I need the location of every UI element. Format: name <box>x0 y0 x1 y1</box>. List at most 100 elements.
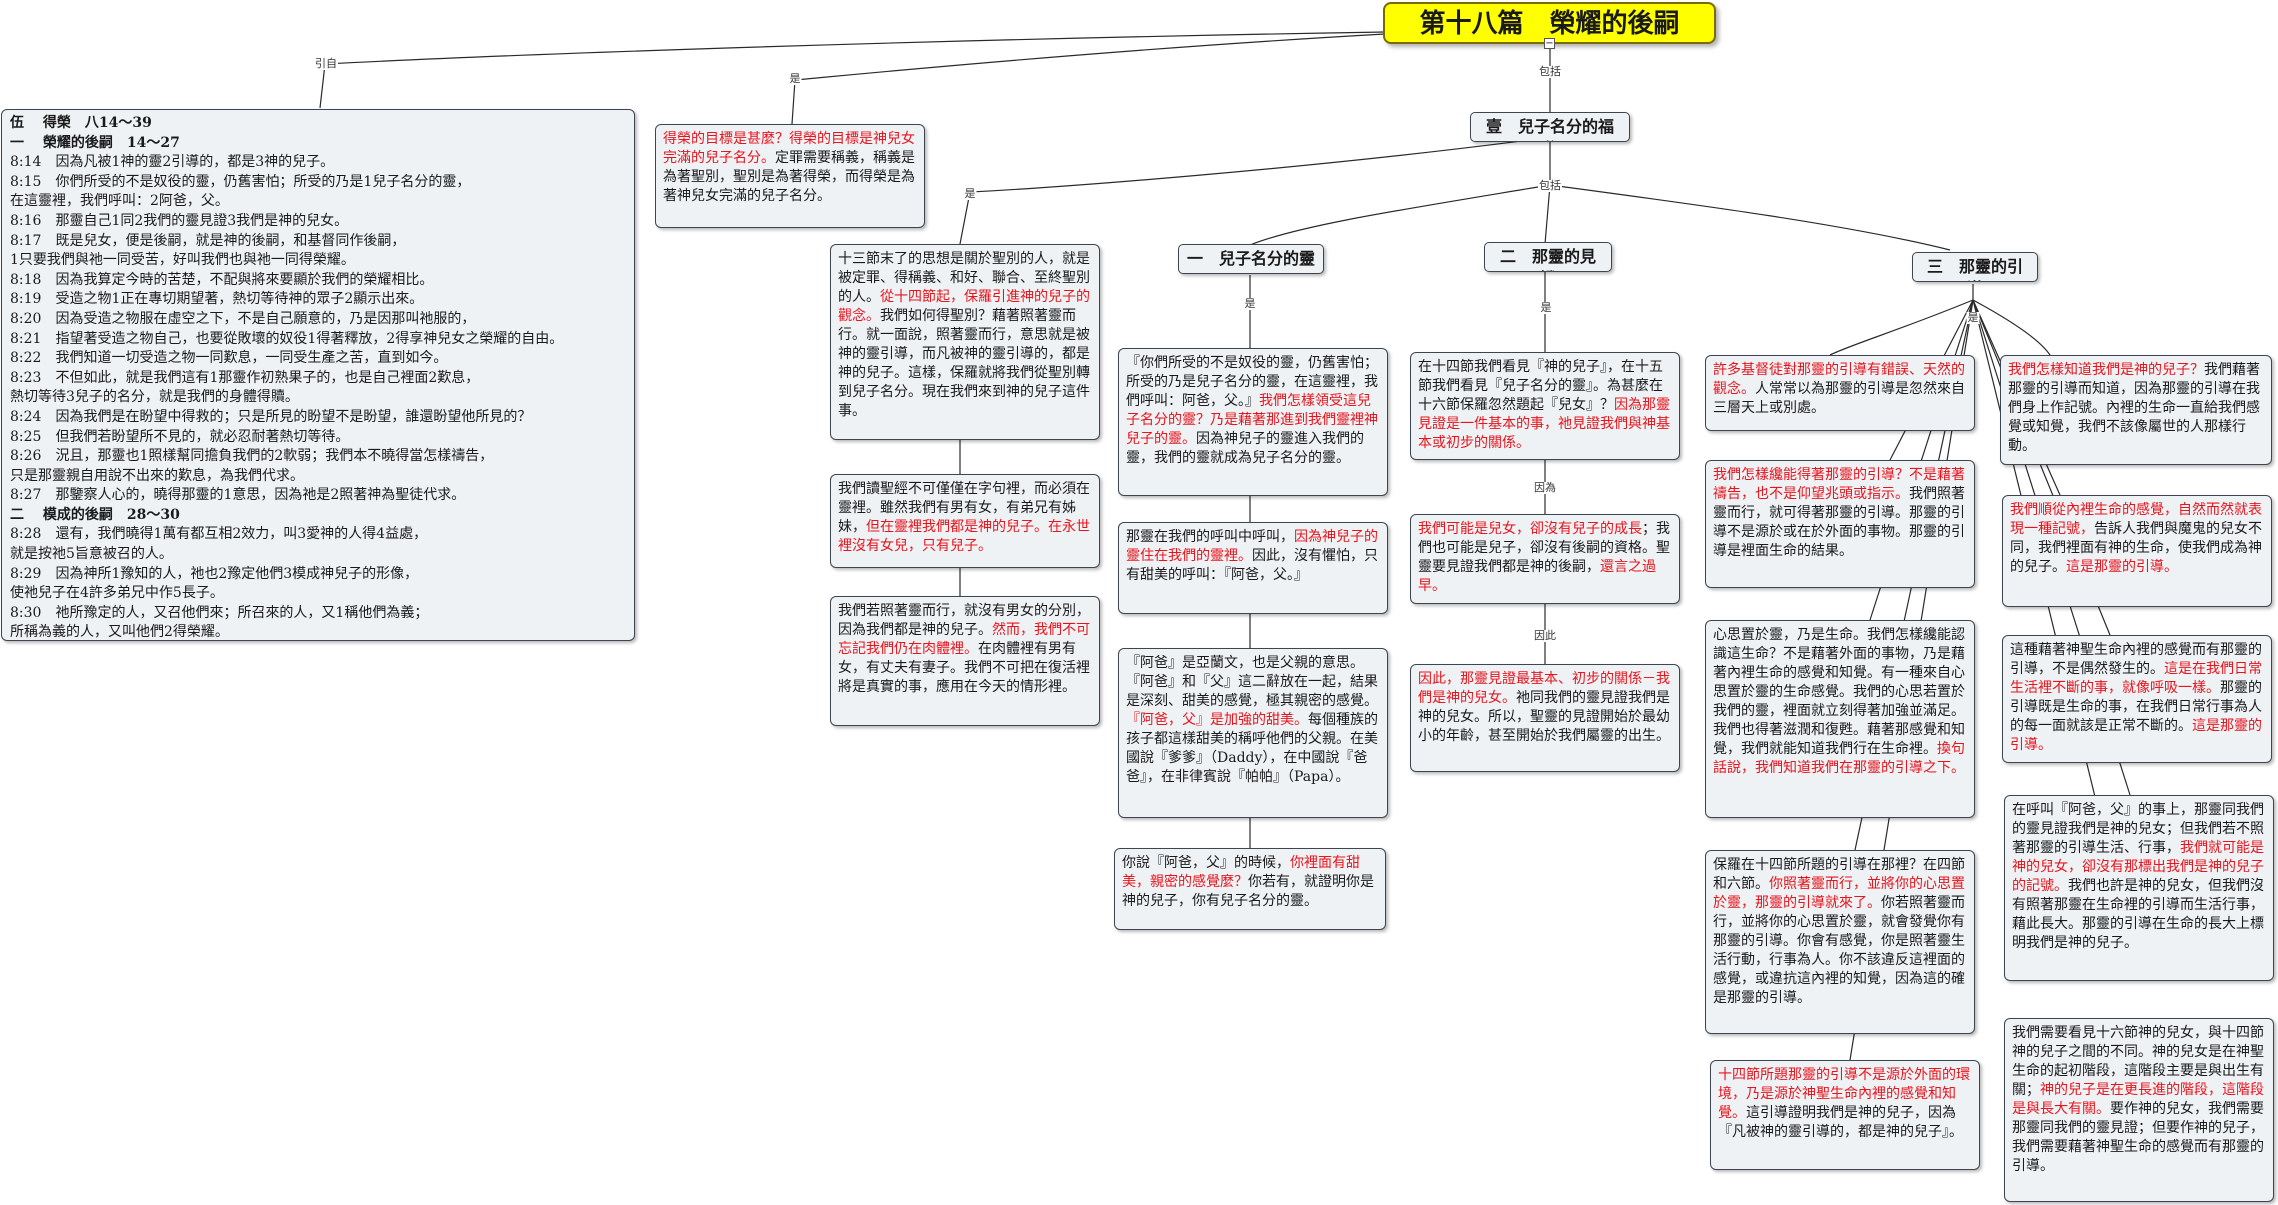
intro-text-3: 我們如何得聖別？藉著照著靈而行。就一面說，照著靈而行，意思就是被神的靈引導，而凡… <box>838 308 1090 419</box>
edge-label-shi-h1: 是 <box>1243 297 1257 310</box>
witness-node-3[interactable]: 因此，那靈見證最基本、初步的關係－我們是神的兒女。祂同我們的靈見證我們是神的兒女… <box>1410 664 1680 772</box>
scripture-line: 8:29 因為神所1豫知的人，祂也2豫定他們3模成神兒子的形像， <box>10 565 419 582</box>
lead1-text-2: 人常常以為那靈的引導是忽然來自三層天上或別處。 <box>1713 381 1965 416</box>
scripture-node[interactable]: 伍 得榮 八14～39 一 榮耀的後嗣 14～27 8:14 因為凡被1神的靈2… <box>1 109 635 641</box>
r4-text-1: 在呼叫『阿爸，父』的事上，那靈同我們的靈見證我們是神的兒女；但我們若不照著那靈的… <box>2012 802 2264 856</box>
scripture-line: 8:21 指望著受造之物自己，也要從敗壞的奴役1得著釋放，2得享神兒女之榮耀的自… <box>10 330 564 347</box>
link-heads-h2 <box>1544 184 1551 245</box>
lead-node-4[interactable]: 保羅在十四節所題的引導在那裡？在四節和六節。你照著靈而行，並將你的心思置於靈，那… <box>1705 850 1975 1034</box>
r3-text-4: 這是那靈的引導。 <box>2010 718 2262 753</box>
flesh-note-text-2: 然而，我們不可忘記我們仍在肉體裡。 <box>838 622 1090 657</box>
witness-node-2[interactable]: 我們可能是兒女，卻沒有兒子的成長；我們也可能是兒子，卻沒有後嗣的資格。聖靈要見證… <box>1410 514 1680 604</box>
sweet-text-1: 你說『阿爸，父』的時候， <box>1122 855 1290 871</box>
sonship-text-2: 我們怎樣領受這兒子名分的靈？乃是藉著那進到我們靈裡神兒子的靈。 <box>1126 393 1378 447</box>
right-node-3[interactable]: 這種藉著神聖生命內裡的感覺而有那靈的引導，不是偶然發生的。這是在我們日常生活裡不… <box>2002 635 2272 763</box>
head-spirit-witness[interactable]: 二 那靈的見證 <box>1484 242 1612 272</box>
goal-node[interactable]: 得榮的目標是甚麼？得榮的目標是神兒女完滿的兒子名分。定罪需要稱義，稱義是為著聖別… <box>655 124 925 228</box>
lead-node-1[interactable]: 許多基督徒對那靈的引導有錯誤、天然的觀念。人常常以為那靈的引導是忽然來自三層天上… <box>1705 355 1975 431</box>
lead4-text-1: 保羅在十四節所題的引導在那裡？在四節和六節。 <box>1713 857 1965 892</box>
head-sonship-spirit-label: 一 兒子名分的靈 <box>1187 249 1316 268</box>
intro-text-2: 從十四節起，保羅引進神的兒子的觀念。 <box>838 289 1090 324</box>
map-title[interactable]: 第十八篇 榮耀的後嗣（一） <box>1383 2 1716 44</box>
right-node-2[interactable]: 我們順從內裡生命的感覺，自然而然就表現一種記號，告訴人我們與魔鬼的兒女不同，我們… <box>2002 495 2272 607</box>
spirit-fact-text-1: 我們讀聖經不可僅僅在字句裡，而必須在靈裡。雖然我們有男有女，有弟兄有姊妹， <box>838 481 1090 535</box>
witness-node-1[interactable]: 在十四節我們看見『神的兒子』，在十五節我們看見『兒子名分的靈』。為甚麼在十六節保… <box>1410 352 1680 460</box>
goal-red-text: 得榮的目標是甚麼？得榮的目標是神兒女完滿的兒子名分。 <box>663 131 915 166</box>
scripture-line: 8:18 因為我算定今時的苦楚，不配與將來要顯於我們的榮耀相比。 <box>10 271 434 288</box>
r5-text-3: 要作神的兒女，我們需要那靈同我們的靈見證；但要作神的兒子，我們需要藉著神聖生命的… <box>2012 1101 2264 1174</box>
scripture-line: 使祂兒子在4許多弟兄中作5長子。 <box>10 585 224 602</box>
edge-label-baokuo-heads: 包括 <box>1538 179 1562 192</box>
collapse-toggle-title[interactable]: − <box>1544 38 1555 49</box>
scripture-heading-3: 二 模成的後嗣 28～30 <box>10 506 180 523</box>
scripture-line: 8:20 因為受造之物服在虛空之下，不是自己願意的，乃是因那叫祂服的， <box>10 310 476 327</box>
witness3-text-1: 因此，那靈見證最基本、初步的關係－我們是神的兒女。 <box>1418 671 1670 706</box>
scripture-line: 所稱為義的人，又叫他們2得榮耀。 <box>10 624 229 641</box>
scripture-line: 8:24 因為我們是在盼望中得救的；只是所見的盼望不是盼望，誰還盼望他所見的？ <box>10 408 532 425</box>
map-title-text: 第十八篇 榮耀的後嗣（一） <box>1419 9 1680 39</box>
edge-label-shi-h3: 是 <box>1966 311 1980 324</box>
lead1-text-1: 許多基督徒對那靈的引導有錯誤、天然的觀念。 <box>1713 362 1965 397</box>
r3-text-1: 這種藉著神聖生命內裡的感覺而有那靈的引導，不是偶然發生的。 <box>2010 642 2262 677</box>
scripture-line: 1只要我們與祂一同受苦，好叫我們也與祂一同得榮耀。 <box>10 252 355 269</box>
lead-node-5[interactable]: 十四節所題那靈的引導不是源於外面的環境，乃是源於神聖生命內裡的感覺和知覺。這引導… <box>1710 1060 1980 1170</box>
cry-text-3: 因此，沒有懼怕，只有甜美的呼叫：『阿爸，父。』 <box>1126 548 1378 583</box>
lead2-text-2: 我們照著靈而行，就可得著那靈的引導。那靈的引導不是源於或在於外面的事物。那靈的引… <box>1713 486 1965 559</box>
scripture-line: 在這靈裡，我們呼叫：2阿爸，父。 <box>10 193 229 210</box>
lead-node-2[interactable]: 我們怎樣纔能得著那靈的引導？不是藉著禱告，也不是仰望兆頭或指示。我們照著靈而行，… <box>1705 460 1975 588</box>
sonship-text-1: 『你們所受的不是奴役的靈，仍舊害怕；所受的乃是兒子名分的靈，在這靈裡，我們呼叫：… <box>1126 355 1378 409</box>
abba-text-3: 每個種族的孩子都這樣甜美的稱呼他們的父親。在美國說『爹爹』（Daddy），在中國… <box>1126 712 1378 785</box>
flesh-note-node[interactable]: 我們若照著靈而行，就沒有男女的分別，因為我們都是神的兒子。然而，我們不可忘記我們… <box>830 596 1100 726</box>
sweet-text-3: 你若有，就證明你是神的兒子，你有兒子名分的靈。 <box>1122 874 1374 909</box>
edge-label-shi-goal: 是 <box>788 72 802 85</box>
head-spirit-leading-label: 三 那靈的引導 <box>1926 257 2023 281</box>
link-title-goal <box>791 33 1386 125</box>
flesh-note-text-1: 我們若照著靈而行，就沒有男女的分別，因為我們都是神的兒子。 <box>838 603 1090 638</box>
r4-text-2: 我們就可能是神的兒女，卻沒有那標出我們是神的兒子的記號。 <box>2012 840 2264 894</box>
r5-text-2: 神的兒子是在更長進的階段，這階段是與長大有關。 <box>2012 1082 2264 1117</box>
lead3-text-2: 換句話說，我們知道我們在那靈的引導之下。 <box>1713 741 1965 776</box>
r3-text-2: 這是在我們日常生活裡不斷的事，就像呼吸一樣。 <box>2010 661 2262 696</box>
head-spirit-leading[interactable]: 三 那靈的引導 <box>1912 252 2038 282</box>
lead3-text-1: 心思置於靈，乃是生命。我們怎樣纔能認識這生命？不是藉著外面的事物，乃是藉著內裡生… <box>1713 627 1965 757</box>
sweet-text-2: 你裡面有甜美，親密的感覺麼？ <box>1122 855 1360 890</box>
r2-text-3: 這是那靈的引導。 <box>2066 559 2178 575</box>
lead5-text-1: 十四節所題那靈的引導不是源於外面的環境，乃是源於神聖生命內裡的感覺和知覺。 <box>1718 1067 1970 1121</box>
lead4-text-3: 你若照著靈而行，並將你的心思置於靈，就會發覺你有那靈的引導。你會有感覺，你是照著… <box>1713 895 1965 1006</box>
spirit-fact-text-2: 但在靈裡我們都是神的兒子。在永世裡沒有女兒，只有兒子。 <box>838 519 1090 554</box>
link-heads-h3 <box>1549 184 1951 251</box>
witness1-text-1: 在十四節我們看見『神的兒子』，在十五節我們看見『兒子名分的靈』。為甚麼在十六節保… <box>1418 359 1663 413</box>
scripture-line: 8:14 因為凡被1神的靈2引導的，都是3神的兒子。 <box>10 154 335 171</box>
lead4-text-2: 你照著靈而行，並將你的心思置於靈，那靈的引導就來了。 <box>1713 876 1965 911</box>
witness2-text-2: ；我們也可能是兒子，卻沒有後嗣的資格。聖靈要見證我們都是神的後嗣， <box>1418 521 1670 575</box>
sonship-spirit-node[interactable]: 『你們所受的不是奴役的靈，仍舊害怕；所受的乃是兒子名分的靈，在這靈裡，我們呼叫：… <box>1118 348 1388 496</box>
spirit-fact-node[interactable]: 我們讀聖經不可僅僅在字句裡，而必須在靈裡。雖然我們有男有女，有弟兄有姊妹，但在靈… <box>830 474 1100 568</box>
right-node-5[interactable]: 我們需要看見十六節神的兒女，與十四節神的兒子之間的不同。神的兒女是在神聖生命的起… <box>2004 1018 2274 1202</box>
scripture-line: 8:23 不但如此，就是我們這有1那靈作初熟果子的，也是自己裡面2歎息， <box>10 369 480 386</box>
r1-text-1: 我們怎樣知道我們是神的兒子？ <box>2008 362 2204 378</box>
abba-text-1: 『阿爸』是亞蘭文，也是父親的意思。『阿爸』和『父』這二辭放在一起，結果是深刻、甜… <box>1126 655 1378 709</box>
lead-node-3[interactable]: 心思置於靈，乃是生命。我們怎樣纔能認識這生命？不是藉著外面的事物，乃是藉著內裡生… <box>1705 620 1975 818</box>
edge-label-yinwei: 因為 <box>1533 481 1557 494</box>
scripture-line: 8:17 既是兒女，便是後嗣，就是神的後嗣，和基督同作後嗣， <box>10 232 406 249</box>
link-h3-lead1 <box>1829 284 1974 356</box>
intro-node[interactable]: 十三節末了的思想是關於聖別的人，就是被定罪、得稱義、和好、聯合、至終聖別的人。從… <box>830 244 1100 440</box>
abba-node[interactable]: 『阿爸』是亞蘭文，也是父親的意思。『阿爸』和『父』這二辭放在一起，結果是深刻、甜… <box>1118 648 1388 818</box>
witness3-text-2: 祂同我們的靈見證我們是神的兒女。所以，聖靈的見證開始於最幼小的年齡，甚至開始於我… <box>1418 690 1670 744</box>
scripture-line: 8:27 那鑒察人心的，曉得那靈的1意思，因為祂是2照著神為聖徒代求。 <box>10 487 466 504</box>
sweet-node[interactable]: 你說『阿爸，父』的時候，你裡面有甜美，親密的感覺麼？你若有，就證明你是神的兒子，… <box>1114 848 1386 930</box>
scripture-line: 只是那靈親自用說不出來的歎息，為我們代求。 <box>10 467 304 484</box>
right-node-4[interactable]: 在呼叫『阿爸，父』的事上，那靈同我們的靈見證我們是神的兒女；但我們若不照著那靈的… <box>2004 795 2274 981</box>
edge-label-shi-intro: 是 <box>963 187 977 200</box>
r5-text-1: 我們需要看見十六節神的兒女，與十四節神的兒子之間的不同。神的兒女是在神聖生命的起… <box>2012 1025 2264 1098</box>
scripture-line: 8:15 你們所受的不是奴役的靈，仍舊害怕；所受的乃是1兒子名分的靈， <box>10 173 471 190</box>
abba-text-2: 『阿爸，父』是加強的甜美。 <box>1126 712 1308 728</box>
section-one-node[interactable]: 壹 兒子名分的福分 <box>1470 112 1630 142</box>
head-sonship-spirit[interactable]: 一 兒子名分的靈 <box>1178 244 1324 274</box>
right-node-1[interactable]: 我們怎樣知道我們是神的兒子？我們藉著那靈的引導而知道，因為那靈的引導在我們身上作… <box>2000 355 2272 465</box>
scripture-line: 就是按祂5旨意被召的人。 <box>10 546 173 563</box>
scripture-line: 8:28 還有，我們曉得1萬有都互相2效力，叫3愛神的人得4益處， <box>10 526 428 543</box>
cry-node[interactable]: 那靈在我們的呼叫中呼叫，因為神兒子的靈住在我們的靈裡。因此，沒有懼怕，只有甜美的… <box>1118 522 1388 614</box>
edge-label-yinyan: 引自 <box>314 57 338 70</box>
scripture-line: 8:26 況且，那靈也1照樣幫同擔負我們的2軟弱；我們本不曉得當怎樣禱告， <box>10 448 494 465</box>
